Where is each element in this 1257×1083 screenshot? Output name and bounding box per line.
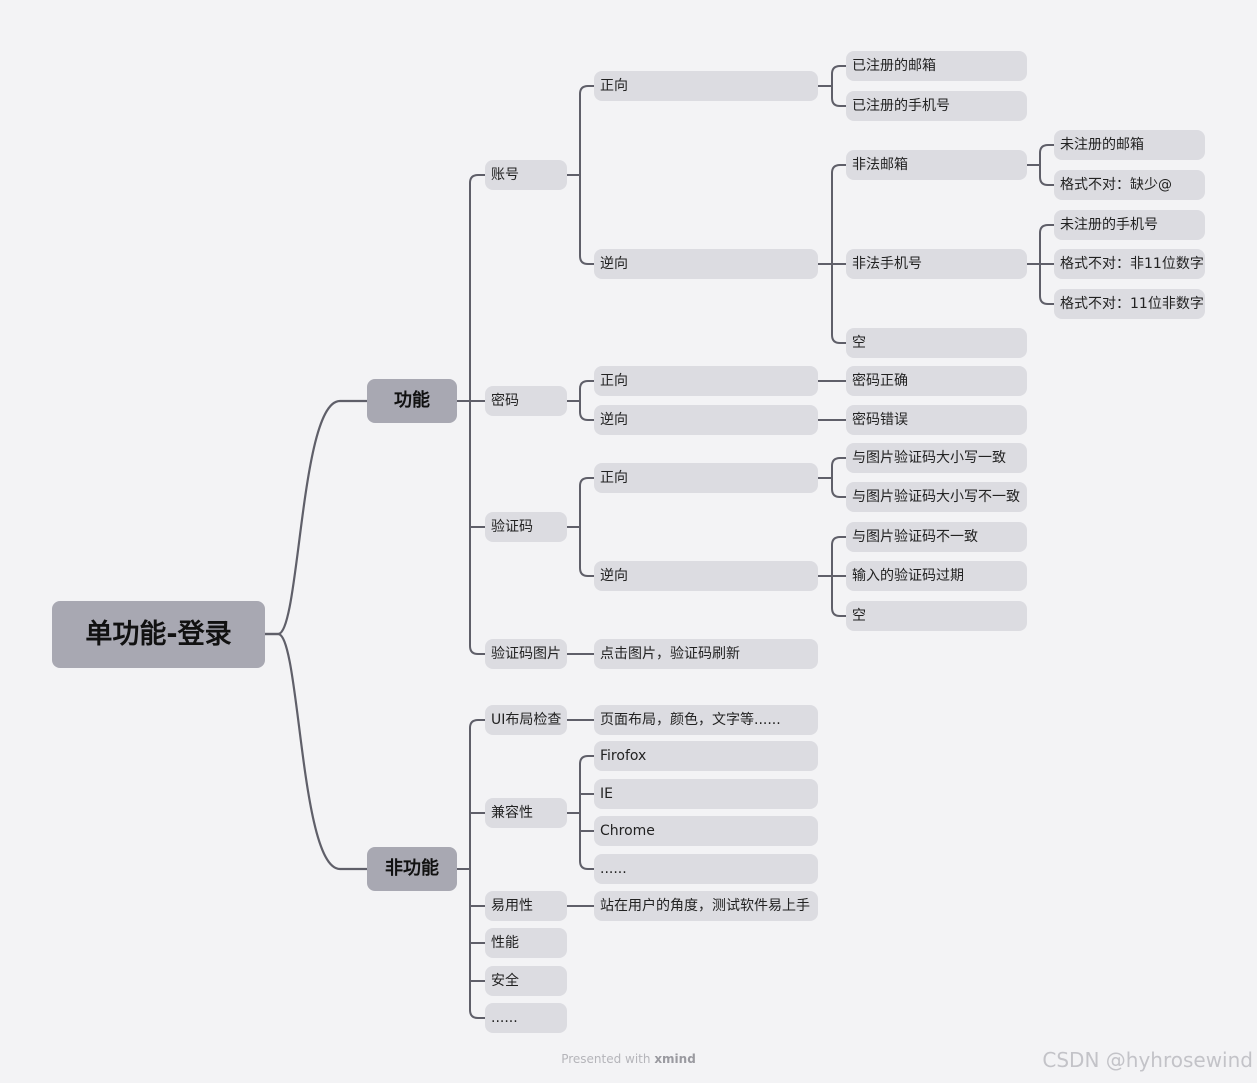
connector-line	[831, 65, 846, 86]
connector-line	[1039, 165, 1054, 186]
branch-nonfunctional[interactable]: 非功能	[367, 847, 457, 891]
topic-phone-non-numeric[interactable]: 格式不对：11位非数字	[1054, 289, 1205, 319]
topic-password[interactable]: 密码	[485, 386, 567, 416]
topic-captcha-empty[interactable]: 空	[846, 601, 1027, 631]
topic-ui-layout-check[interactable]: UI布局检查	[485, 705, 567, 735]
connector-line	[831, 86, 846, 107]
connector-line	[265, 632, 367, 871]
connector-line	[469, 401, 485, 655]
xmind-logo-text: xmind	[654, 1052, 696, 1066]
topic-captcha-negative[interactable]: 逆向	[594, 561, 818, 591]
connector-line	[579, 380, 594, 401]
topic-invalid-email[interactable]: 非法邮箱	[846, 150, 1027, 180]
topic-registered-phone[interactable]: 已注册的手机号	[846, 91, 1027, 121]
connector-line	[831, 536, 846, 576]
topic-security[interactable]: 安全	[485, 966, 567, 996]
topic-phone-not-11-digits[interactable]: 格式不对：非11位数字	[1054, 249, 1205, 279]
connector-line	[469, 174, 485, 401]
topic-account[interactable]: 账号	[485, 160, 567, 190]
connector-line	[579, 527, 594, 577]
topic-password-correct[interactable]: 密码正确	[846, 366, 1027, 396]
topic-account-positive[interactable]: 正向	[594, 71, 818, 101]
topic-password-wrong[interactable]: 密码错误	[846, 405, 1027, 435]
topic-account-empty[interactable]: 空	[846, 328, 1027, 358]
topic-click-refresh[interactable]: 点击图片，验证码刷新	[594, 639, 818, 669]
topic-usability-detail[interactable]: 站在用户的角度，测试软件易上手	[594, 891, 818, 921]
csdn-watermark: CSDN @hyhrosewind	[1042, 1048, 1253, 1072]
topic-password-negative[interactable]: 逆向	[594, 405, 818, 435]
connector-line	[831, 478, 846, 498]
branch-functional[interactable]: 功能	[367, 379, 457, 423]
topic-browser-chrome[interactable]: Chrome	[594, 816, 818, 846]
topic-performance[interactable]: 性能	[485, 928, 567, 958]
connector-line	[831, 576, 846, 617]
connector-line	[579, 813, 594, 870]
footer-prefix: Presented with	[561, 1052, 651, 1066]
connector-line	[831, 164, 846, 264]
connector-line	[579, 175, 594, 265]
presented-with-footer: Presented with xmind	[0, 1052, 1257, 1066]
topic-more[interactable]: ......	[485, 1003, 567, 1033]
topic-registered-email[interactable]: 已注册的邮箱	[846, 51, 1027, 81]
connector-line	[1039, 144, 1054, 165]
topic-browser-more[interactable]: ......	[594, 854, 818, 884]
topic-account-negative[interactable]: 逆向	[594, 249, 818, 279]
connector-line	[1039, 264, 1054, 305]
topic-unregistered-phone[interactable]: 未注册的手机号	[1054, 210, 1205, 240]
topic-unregistered-email[interactable]: 未注册的邮箱	[1054, 130, 1205, 160]
connector-line	[579, 755, 594, 813]
topic-captcha-positive[interactable]: 正向	[594, 463, 818, 493]
topic-captcha-image[interactable]: 验证码图片	[485, 639, 567, 669]
topic-usability[interactable]: 易用性	[485, 891, 567, 921]
topic-browser-firefox[interactable]: Firofox	[594, 741, 818, 771]
topic-email-missing-at[interactable]: 格式不对：缺少@	[1054, 170, 1205, 200]
topic-browser-ie[interactable]: IE	[594, 779, 818, 809]
topic-captcha-case-match[interactable]: 与图片验证码大小写一致	[846, 443, 1027, 473]
topic-captcha[interactable]: 验证码	[485, 512, 567, 542]
root-topic[interactable]: 单功能-登录	[52, 601, 265, 668]
connector-line	[579, 477, 594, 527]
topic-ui-layout-detail[interactable]: 页面布局，颜色，文字等......	[594, 705, 818, 735]
connector-line	[265, 399, 367, 636]
topic-password-positive[interactable]: 正向	[594, 366, 818, 396]
connector-line	[579, 401, 594, 421]
topic-captcha-case-mismatch[interactable]: 与图片验证码大小写不一致	[846, 482, 1027, 512]
connector-line	[831, 264, 846, 344]
topic-captcha-mismatch[interactable]: 与图片验证码不一致	[846, 522, 1027, 552]
connector-line	[579, 85, 594, 175]
topic-invalid-phone[interactable]: 非法手机号	[846, 249, 1027, 279]
connector-line	[1039, 224, 1054, 264]
connector-line	[469, 869, 485, 1019]
topic-captcha-expired[interactable]: 输入的验证码过期	[846, 561, 1027, 591]
connector-line	[469, 719, 485, 869]
connector-line	[831, 457, 846, 478]
topic-compatibility[interactable]: 兼容性	[485, 798, 567, 828]
